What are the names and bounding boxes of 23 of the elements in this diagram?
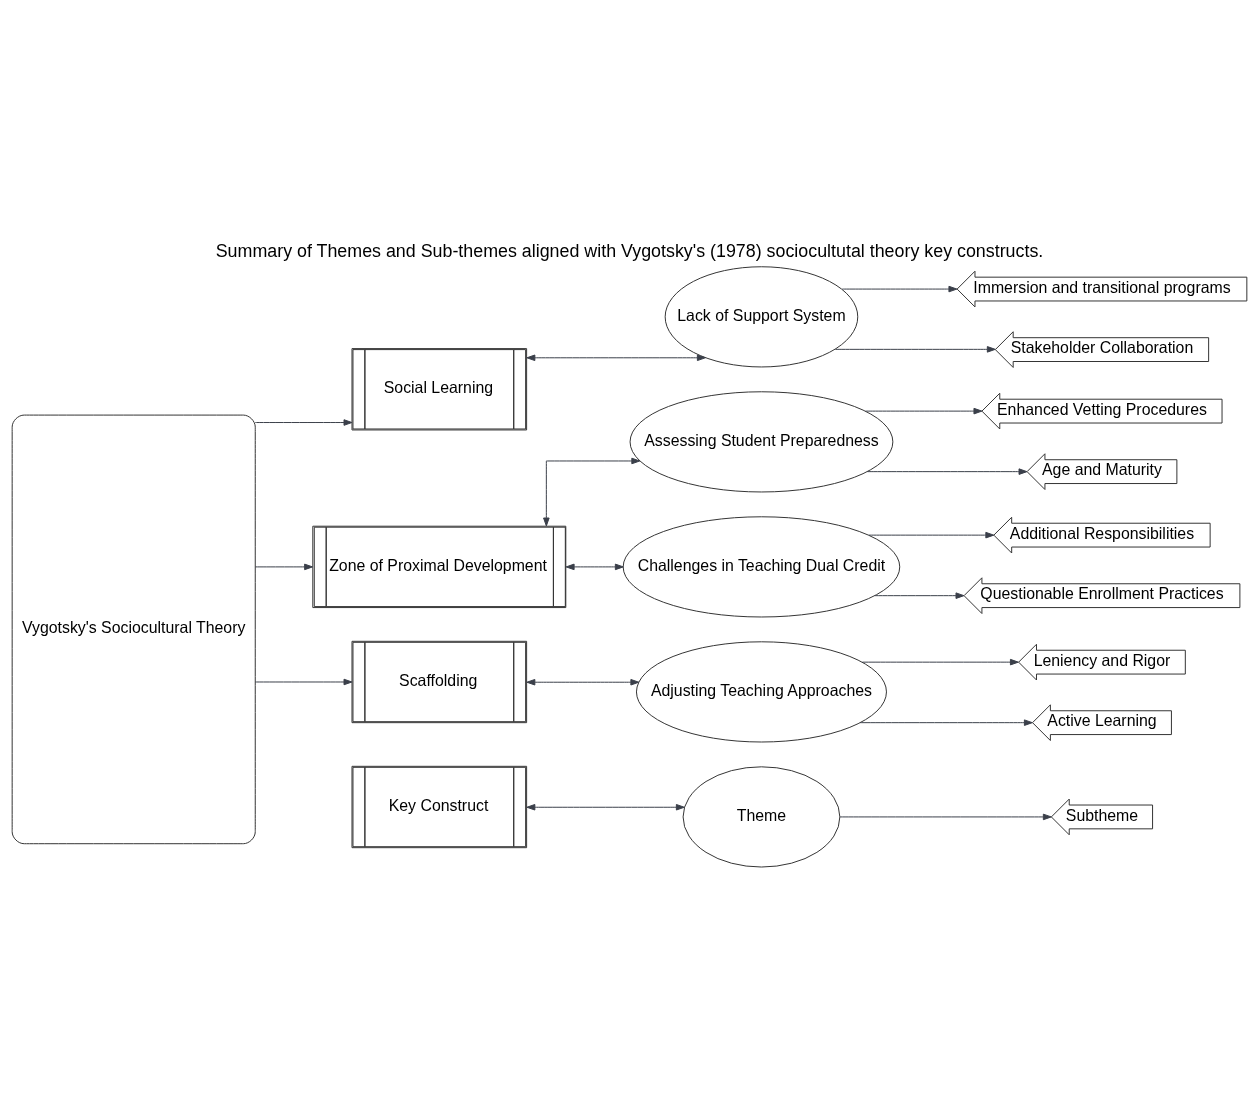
arrow — [864, 407, 983, 415]
arrow — [874, 592, 965, 599]
arrow — [834, 346, 996, 353]
arrow — [565, 563, 624, 571]
arrow — [526, 354, 706, 362]
arrow — [868, 531, 995, 539]
arrow — [861, 658, 1019, 666]
arrow — [543, 457, 641, 527]
arrow — [859, 719, 1033, 726]
arrow — [254, 563, 314, 571]
arrow — [866, 468, 1028, 475]
node-box: Vygotsky's Sociocultural Theory — [11, 414, 256, 845]
arrow — [254, 678, 353, 686]
node-ellipse: Challenges in Teaching Dual Credit — [622, 516, 901, 618]
arrow — [841, 285, 958, 293]
arrow — [526, 803, 685, 811]
arrow — [254, 419, 353, 426]
arrow — [526, 678, 640, 686]
node-ellipse: Lack of Support System — [664, 266, 859, 368]
arrow — [839, 813, 1052, 821]
node-ellipse: Adjusting Teaching Approaches — [635, 641, 887, 743]
node-ellipse: Theme — [682, 766, 841, 868]
diagram-title: Summary of Themes and Sub-themes aligned with Vygotsky's (1978) sociocultutal theory key constructs. — [215, 241, 1044, 262]
